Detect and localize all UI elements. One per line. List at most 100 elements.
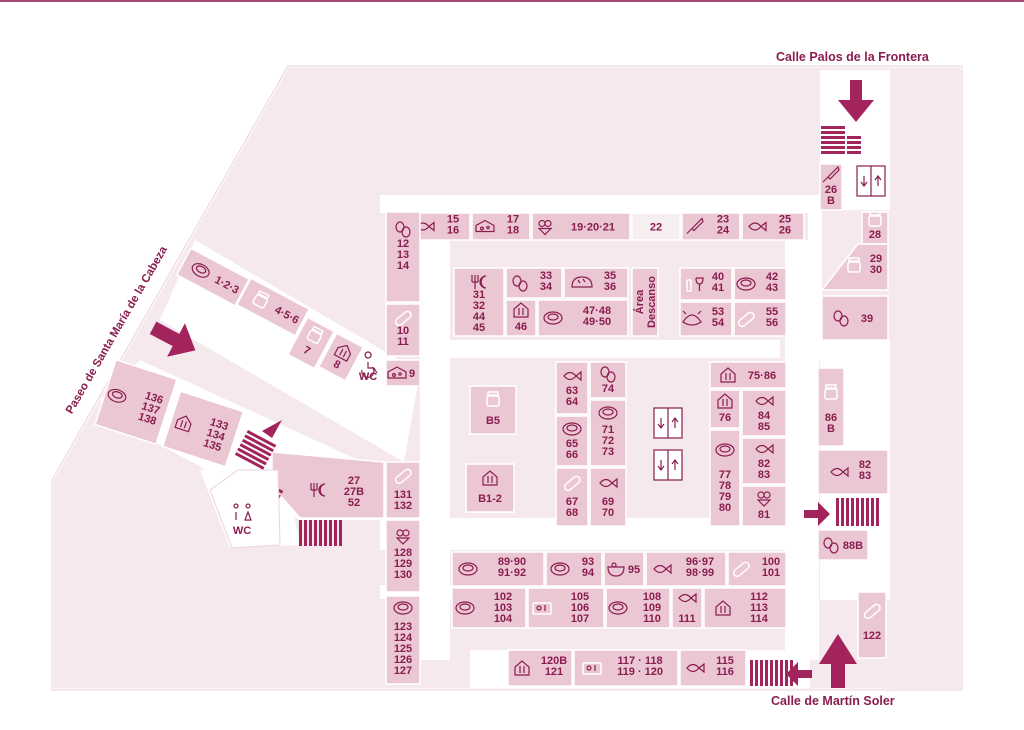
- stall-label-line: 18: [507, 225, 519, 237]
- stall-88b[interactable]: 88B: [817, 529, 869, 561]
- stall-75[interactable]: 75·86: [709, 361, 787, 389]
- stall-label: B5: [486, 415, 500, 427]
- stall-B12[interactable]: B1-2: [465, 463, 515, 513]
- stall-label-line: 86: [825, 412, 837, 424]
- sausage-icon: [563, 475, 581, 492]
- stall-label: 88B: [843, 540, 863, 552]
- stall-74[interactable]: 74: [589, 361, 627, 399]
- stall-label-line: 114: [750, 613, 769, 625]
- stall-19[interactable]: 19·20·21: [531, 212, 631, 241]
- stall-4[interactable]: 4·5·6: [235, 277, 311, 337]
- stall-label-line: 82: [758, 458, 770, 470]
- knife-icon: [822, 165, 840, 183]
- stall-81[interactable]: 81: [741, 485, 787, 527]
- stall-7[interactable]: 7: [286, 316, 336, 370]
- stall-22[interactable]: 22: [631, 212, 681, 241]
- entrance-arrow-south: [819, 634, 857, 688]
- fish-icon: [755, 395, 774, 407]
- sausage-icon: [394, 468, 412, 485]
- stall-136[interactable]: 136137138: [94, 358, 178, 446]
- stall-39[interactable]: 39: [821, 295, 889, 341]
- stall-label-line: 49·50: [583, 316, 611, 328]
- wc-1[interactable]: WC: [359, 351, 378, 383]
- stall-label-line: 14: [397, 260, 410, 272]
- stall-122[interactable]: 122: [857, 591, 887, 659]
- stall-111[interactable]: 111: [671, 587, 703, 629]
- stall-46[interactable]: 46: [505, 299, 537, 337]
- sausage-icon: [863, 603, 881, 620]
- stall-label-line: 94: [582, 567, 595, 579]
- stall-8[interactable]: 8: [317, 332, 365, 382]
- stall-label-line: 36: [604, 281, 616, 293]
- wc-2[interactable]: WC: [209, 469, 281, 549]
- stall-label-line: 83: [859, 470, 871, 482]
- stall-label-line: 106: [571, 602, 589, 614]
- stall-9[interactable]: 9: [385, 359, 421, 387]
- stall-1[interactable]: 1·2·3: [175, 247, 251, 307]
- stall-label-line: 88B: [843, 540, 863, 552]
- egg-icon: [823, 537, 839, 554]
- stall-label: 7: [301, 344, 312, 357]
- jar-icon: [486, 391, 500, 407]
- stall-28[interactable]: 28: [861, 211, 889, 245]
- stall-133[interactable]: 133134135: [161, 390, 245, 468]
- toilet-icon: [233, 503, 252, 521]
- stall-label-line: 56: [766, 317, 778, 329]
- stall-label: 133134135: [202, 416, 231, 454]
- stall-B5[interactable]: B5: [469, 385, 517, 435]
- stall-76[interactable]: 76: [709, 389, 741, 429]
- stall-label-line: 115: [716, 655, 734, 667]
- stall-label-line: 85: [758, 421, 770, 433]
- stall-95[interactable]: 95: [603, 551, 645, 587]
- stall-label-line: 124: [394, 632, 413, 644]
- entrance-arrow-west: [149, 321, 196, 357]
- stairs-east: [836, 498, 879, 526]
- stall-Area[interactable]: ÁreaDescanso: [631, 267, 659, 337]
